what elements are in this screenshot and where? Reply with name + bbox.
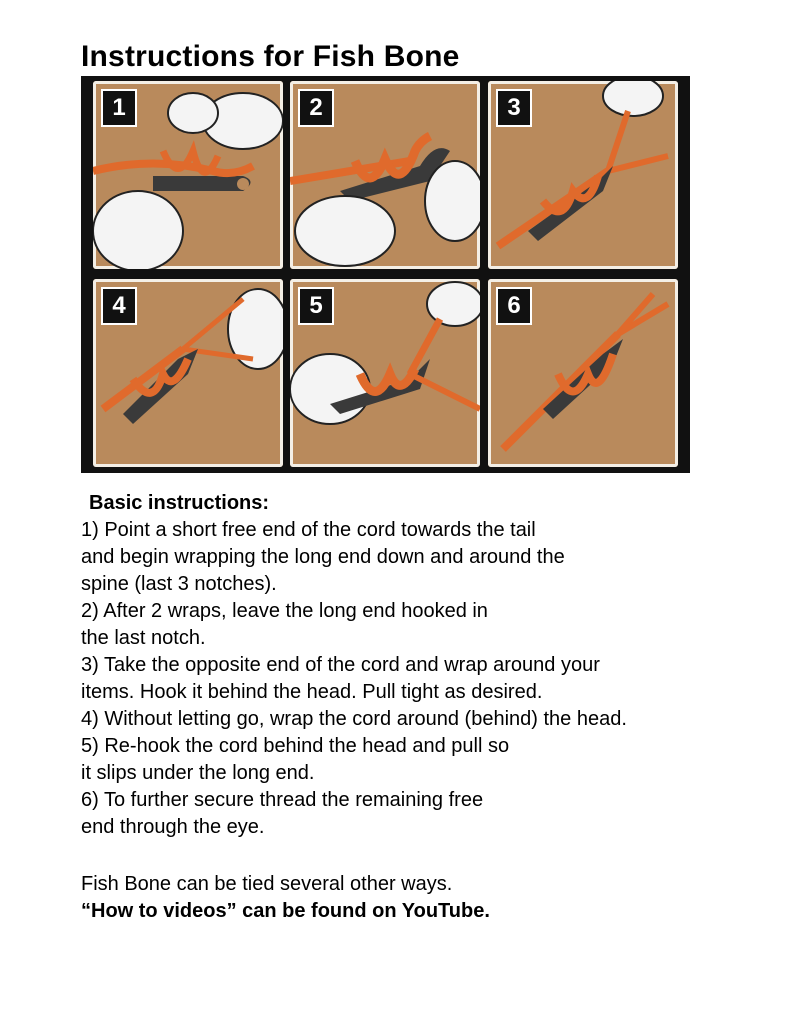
step-number-badge: 5 xyxy=(298,287,334,325)
step-number-badge: 3 xyxy=(496,89,532,127)
step-panel-6: 6 xyxy=(488,279,678,467)
instruction-line: it slips under the long end. xyxy=(81,760,761,787)
instructions-section: Basic instructions: 1) Point a short fre… xyxy=(81,490,761,841)
instruction-line: 2) After 2 wraps, leave the long end hoo… xyxy=(81,598,761,625)
instruction-line: 5) Re-hook the cord behind the head and … xyxy=(81,733,761,760)
instruction-line: spine (last 3 notches). xyxy=(81,571,761,598)
page-title: Instructions for Fish Bone xyxy=(81,40,460,74)
step-panel-1: 1 xyxy=(93,81,283,269)
instruction-line: 4) Without letting go, wrap the cord aro… xyxy=(81,706,761,733)
instruction-line: the last notch. xyxy=(81,625,761,652)
instruction-line: items. Hook it behind the head. Pull tig… xyxy=(81,679,761,706)
youtube-videos-note: “How to videos” can be found on YouTube. xyxy=(81,898,490,925)
instructions-heading: Basic instructions: xyxy=(81,490,761,517)
step-number-badge: 2 xyxy=(298,89,334,127)
step-number-badge: 1 xyxy=(101,89,137,127)
step-number-badge: 4 xyxy=(101,287,137,325)
instruction-line: end through the eye. xyxy=(81,814,761,841)
instruction-line: 6) To further secure thread the remainin… xyxy=(81,787,761,814)
step-panel-5: 5 xyxy=(290,279,480,467)
footer-note: Fish Bone can be tied several other ways… xyxy=(81,871,490,898)
step-panel-2: 2 xyxy=(290,81,480,269)
instruction-line: and begin wrapping the long end down and… xyxy=(81,544,761,571)
step-panel-4: 4 xyxy=(93,279,283,467)
instruction-line: 1) Point a short free end of the cord to… xyxy=(81,517,761,544)
instruction-illustration-grid: 1 2 3 xyxy=(81,76,690,473)
footer-section: Fish Bone can be tied several other ways… xyxy=(81,871,490,925)
step-number-badge: 6 xyxy=(496,287,532,325)
step-panel-3: 3 xyxy=(488,81,678,269)
instruction-line: 3) Take the opposite end of the cord and… xyxy=(81,652,761,679)
